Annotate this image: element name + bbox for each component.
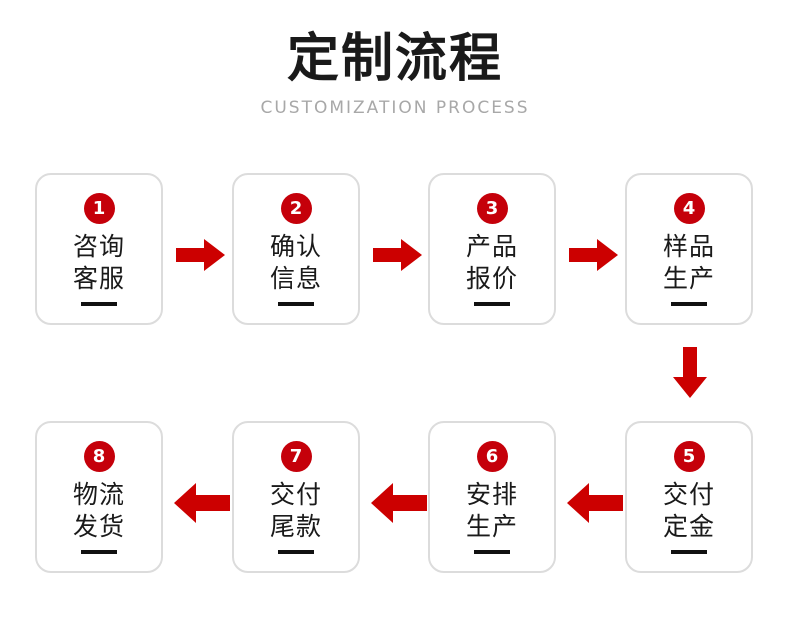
arrow-left-icon-6-7	[370, 482, 428, 524]
step-number-badge-4: 4	[673, 193, 705, 224]
step-number-badge-5: 5	[673, 441, 705, 472]
arrow-down-icon-4-5	[672, 347, 708, 399]
page-header: 定制流程 CUSTOMIZATION PROCESS	[0, 29, 790, 118]
page-subtitle: CUSTOMIZATION PROCESS	[260, 97, 530, 118]
arrow-right-icon-1-2	[176, 238, 226, 272]
step-label-3-line1: 产品	[465, 232, 518, 261]
step-underline-7	[278, 550, 314, 554]
step-number-badge-6: 6	[476, 441, 508, 472]
step-label-5-line1: 交付	[662, 480, 715, 509]
step-box-7[interactable]: 7 交付 尾款	[232, 421, 360, 573]
arrow-right-icon-3-4	[569, 238, 619, 272]
arrow-right-icon-2-3	[373, 238, 423, 272]
step-label-8-line2: 发货	[72, 512, 125, 541]
step-underline-6	[474, 550, 510, 554]
step-label-7-line2: 尾款	[269, 512, 322, 541]
step-label-5: 交付 定金	[663, 479, 715, 543]
step-label-1-line2: 客服	[72, 264, 125, 293]
step-box-1[interactable]: 1 咨询 客服	[35, 173, 163, 325]
step-label-7: 交付 尾款	[270, 479, 322, 543]
step-label-1-line1: 咨询	[72, 232, 125, 261]
step-box-5[interactable]: 5 交付 定金	[625, 421, 753, 573]
step-label-5-line2: 定金	[662, 512, 715, 541]
step-label-4-line2: 生产	[662, 264, 715, 293]
step-label-3-line2: 报价	[465, 264, 518, 293]
step-label-8-line1: 物流	[72, 480, 125, 509]
step-label-1: 咨询 客服	[73, 231, 125, 295]
step-label-7-line1: 交付	[269, 480, 322, 509]
step-box-8[interactable]: 8 物流 发货	[35, 421, 163, 573]
arrow-left-icon-7-8	[173, 482, 231, 524]
arrow-left-icon-5-6	[566, 482, 624, 524]
step-number-badge-7: 7	[280, 441, 312, 472]
step-label-6-line1: 安排	[465, 480, 518, 509]
step-box-3[interactable]: 3 产品 报价	[428, 173, 556, 325]
step-label-6: 安排 生产	[466, 479, 518, 543]
step-label-8: 物流 发货	[73, 479, 125, 543]
step-number-badge-8: 8	[83, 441, 115, 472]
step-box-4[interactable]: 4 样品 生产	[625, 173, 753, 325]
page-title: 定制流程	[286, 29, 503, 89]
step-underline-2	[278, 302, 314, 306]
step-label-4: 样品 生产	[663, 231, 715, 295]
step-label-4-line1: 样品	[662, 232, 715, 261]
step-label-6-line2: 生产	[465, 512, 518, 541]
step-underline-3	[474, 302, 510, 306]
step-number-badge-1: 1	[83, 193, 115, 224]
step-underline-5	[671, 550, 707, 554]
step-label-2-line1: 确认	[269, 232, 322, 261]
step-box-2[interactable]: 2 确认 信息	[232, 173, 360, 325]
step-label-2-line2: 信息	[269, 264, 322, 293]
step-box-6[interactable]: 6 安排 生产	[428, 421, 556, 573]
step-underline-1	[81, 302, 117, 306]
step-number-badge-2: 2	[280, 193, 312, 224]
step-number-badge-3: 3	[476, 193, 508, 224]
step-underline-4	[671, 302, 707, 306]
step-label-3: 产品 报价	[466, 231, 518, 295]
step-label-2: 确认 信息	[270, 231, 322, 295]
step-underline-8	[81, 550, 117, 554]
